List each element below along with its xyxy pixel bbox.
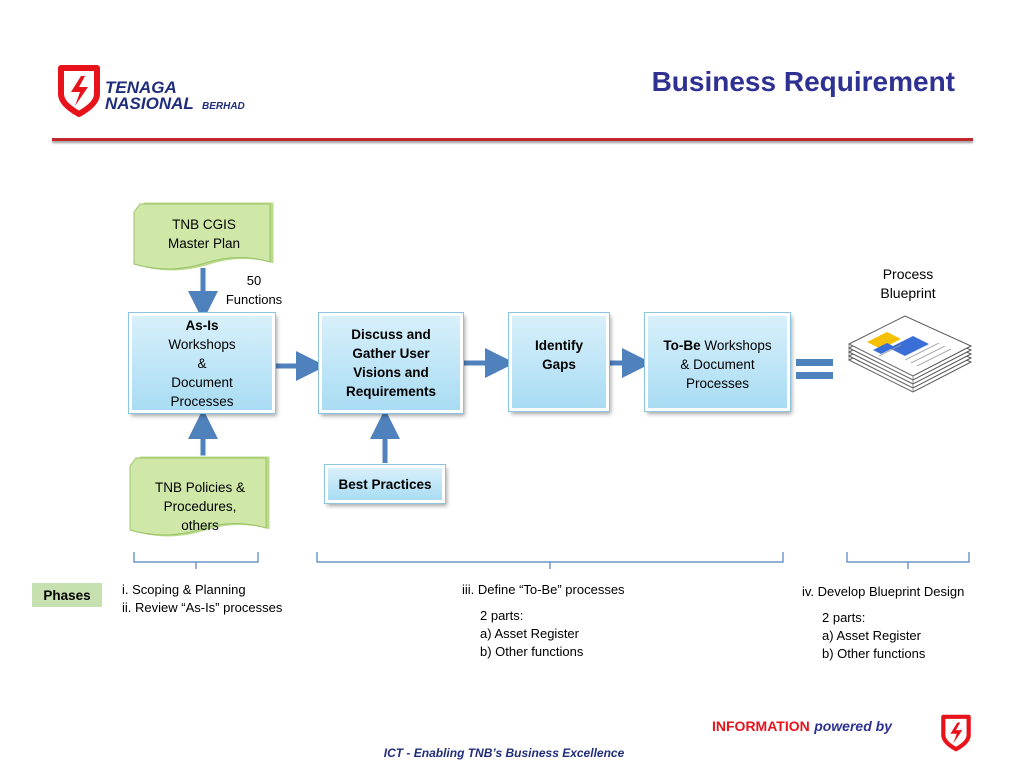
policies-line-3: others [181, 517, 219, 533]
discuss-line-2: Gather User [352, 346, 430, 361]
discuss-requirements-box: Discuss and Gather User Visions and Requ… [319, 313, 463, 413]
functions-label: Functions [225, 292, 283, 307]
functions-count: 50 [246, 273, 262, 288]
footer-tagline: ICT - Enabling TNB’s Business Excellence [383, 746, 625, 760]
phase-3-parts-label: 2 parts: [480, 608, 524, 623]
functions-note: 50 Functions [216, 270, 292, 310]
policies-note: TNB Policies & Procedures, others [130, 474, 270, 538]
to-be-line-3: Processes [685, 376, 750, 391]
master-plan-note: TNB CGIS Master Plan [134, 206, 274, 262]
best-practices-label: Best Practices [338, 476, 432, 492]
phase-2-item: ii. Review “As-Is” processes [122, 600, 283, 615]
phase-bracket-2 [316, 552, 784, 569]
equals-sign-bottom [796, 372, 833, 379]
policies-line-1: TNB Policies & [154, 479, 246, 495]
phase-bracket-1 [133, 552, 259, 569]
phase-4-part-b: b) Other functions [822, 646, 926, 661]
as-is-line-2: Workshops [168, 336, 236, 352]
blueprint-label-line-2: Blueprint [880, 285, 936, 301]
discuss-line-4: Requirements [345, 384, 437, 399]
phase-3-part-a: a) Asset Register [480, 626, 579, 641]
phase-4-title: iv. Develop Blueprint Design [802, 584, 965, 599]
best-practices-box: Best Practices [325, 465, 445, 503]
tnb-logo-icon [58, 65, 100, 117]
as-is-line-1: As-Is [185, 317, 219, 333]
footer-powered-by: INFORMATION powered by [712, 718, 892, 736]
as-is-line-5: Processes [170, 393, 234, 409]
discuss-line-3: Visions and [353, 365, 429, 380]
identify-gaps-box: Identify Gaps [509, 313, 609, 411]
master-plan-line-1: TNB CGIS [172, 217, 236, 232]
footer-information: INFORMATION [712, 718, 810, 734]
tnb-logo: TENAGA NASIONAL BERHAD [55, 64, 255, 120]
gaps-line-2: Gaps [542, 357, 576, 372]
phase-4-part-a: a) Asset Register [822, 628, 921, 643]
logo-line-3: BERHAD [202, 101, 245, 112]
gaps-line-1: Identify [534, 338, 583, 353]
logo-line-1: TENAGA [105, 78, 177, 97]
phase-bracket-3 [846, 552, 970, 569]
as-is-workshops-box: As-Is Workshops & Document Processes [129, 313, 275, 413]
as-is-line-3: & [197, 355, 207, 371]
phases-tag: Phases [32, 583, 102, 607]
master-plan-note-shape [133, 201, 275, 272]
as-is-line-4: Document [171, 374, 233, 390]
policies-note-shape [129, 455, 271, 538]
phase-4-parts-label: 2 parts: [822, 610, 866, 625]
footer-logo-icon [941, 714, 971, 752]
equals-sign-top [796, 359, 833, 366]
to-be-line-2: & Document [680, 357, 755, 372]
master-plan-line-2: Master Plan [167, 236, 241, 251]
to-be-workshops-box: To-Be Workshops & Document Processes [645, 313, 790, 411]
phase-3-part-b: b) Other functions [480, 644, 584, 659]
discuss-line-1: Discuss and [351, 327, 431, 342]
logo-line-2: NASIONAL [105, 94, 194, 113]
policies-line-2: Procedures, [163, 498, 237, 514]
title-divider [52, 138, 973, 141]
phase-3-title: iii. Define “To-Be” processes [462, 582, 625, 597]
to-be-bold-text: To-Be [663, 338, 701, 353]
blueprint-label-line-1: Process [882, 266, 934, 282]
to-be-rest-text: Workshops [700, 338, 772, 353]
page-title: Business Requirement [651, 66, 955, 97]
phase-1-item: i. Scoping & Planning [122, 582, 246, 597]
process-blueprint-label: Process Blueprint [860, 264, 956, 304]
footer-powered-text: powered by [814, 718, 892, 734]
document-stack-icon [847, 315, 973, 393]
to-be-line-1: To-Be Workshops [663, 336, 771, 355]
